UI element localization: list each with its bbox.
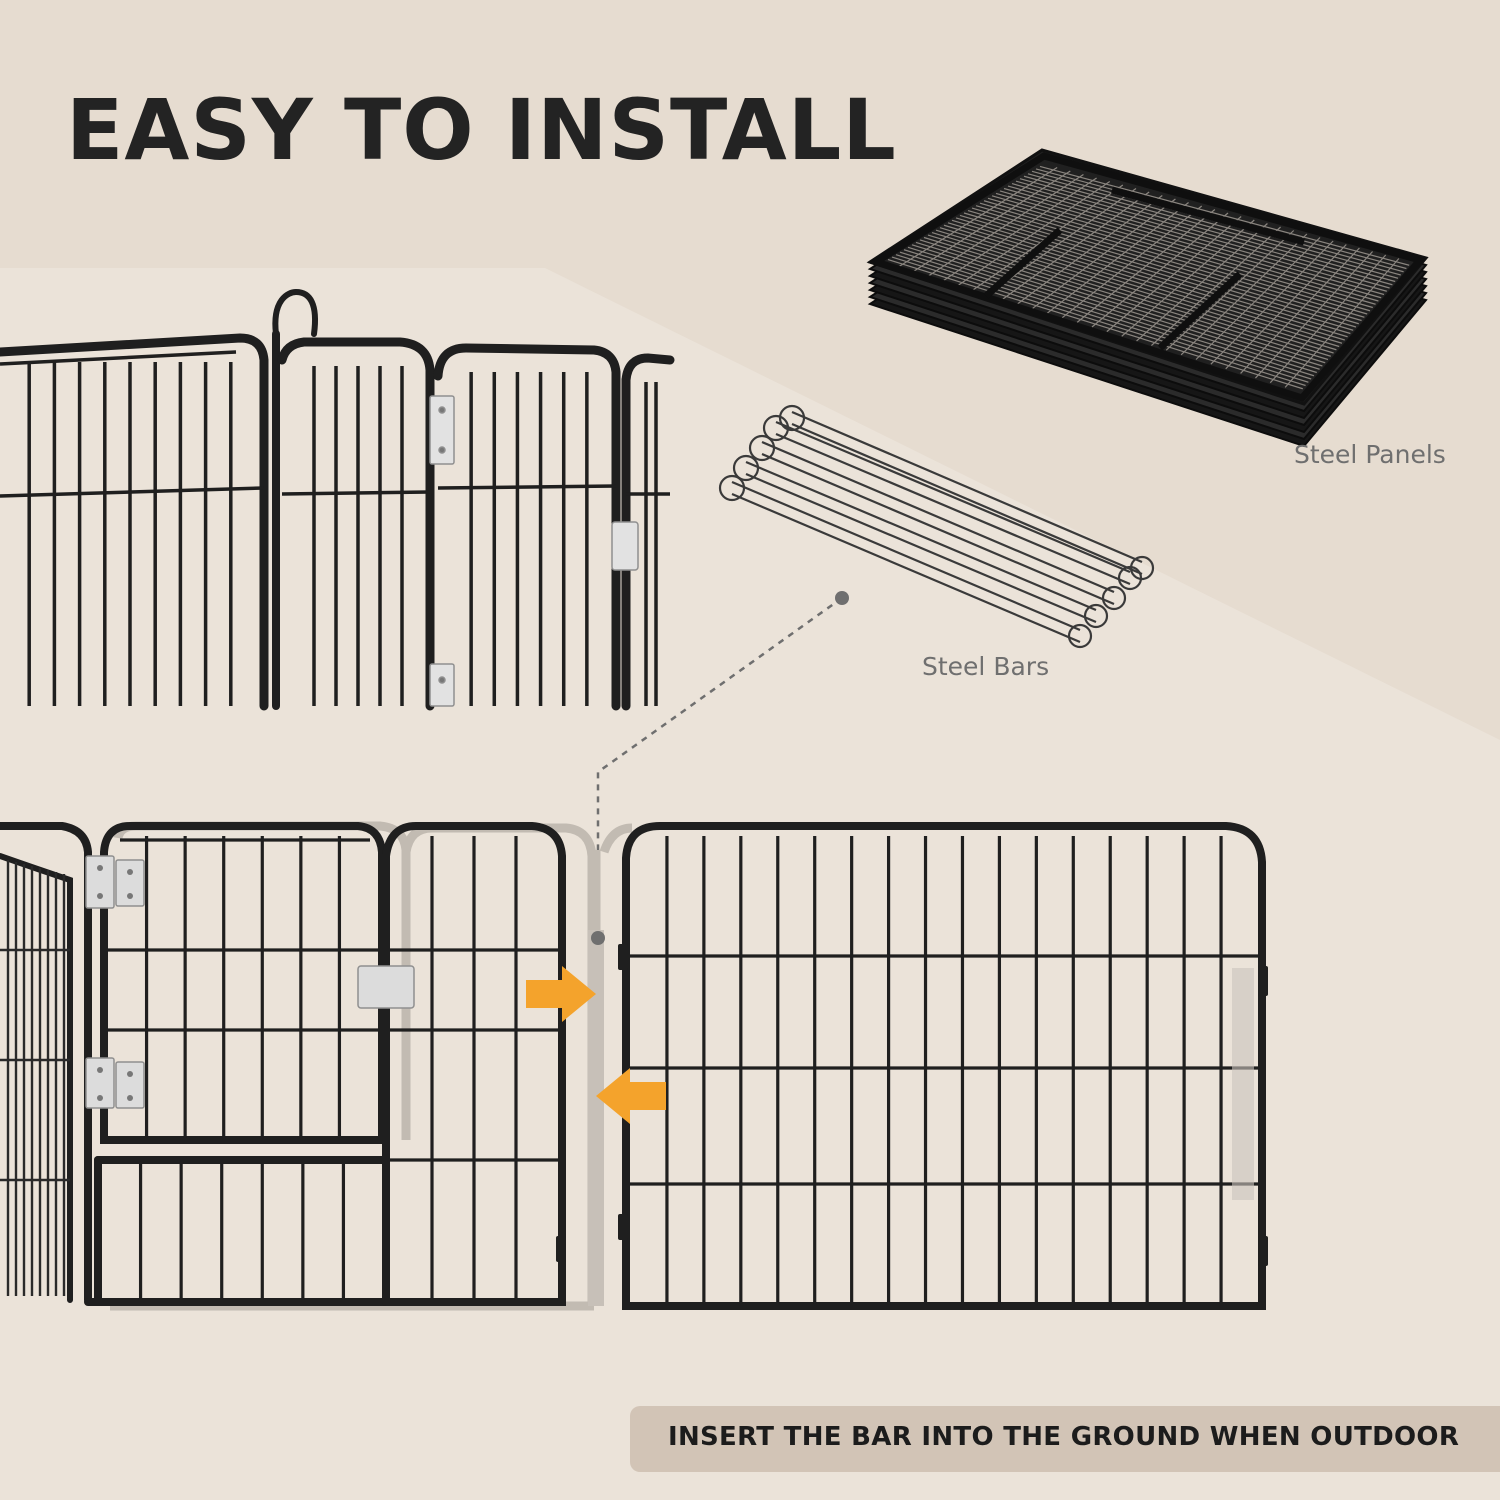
steel-bar	[761, 452, 1115, 606]
fence-rail	[0, 486, 265, 498]
mesh-wire	[928, 173, 1084, 277]
mesh-wire	[1225, 244, 1347, 370]
mesh-wire	[957, 181, 1111, 286]
hinge	[115, 859, 145, 907]
hinge	[85, 855, 115, 909]
steel-bar-loop	[1083, 603, 1109, 629]
hinge	[429, 663, 455, 707]
mesh-wire	[1210, 240, 1334, 365]
panel-clips	[556, 944, 1268, 1266]
upper-panel-2-frame	[277, 337, 435, 711]
door-latch	[357, 965, 415, 1009]
mesh-wire	[1151, 226, 1281, 347]
upper-panel-1-frame	[0, 333, 269, 711]
fence-rail	[437, 484, 617, 490]
steel-panels-label: Steel Panels	[1294, 440, 1446, 469]
mesh-wire	[1121, 219, 1255, 337]
mesh-wire	[1002, 191, 1150, 300]
steel-bar-loop	[778, 404, 806, 432]
connector-post	[588, 930, 604, 1306]
steel-bar	[731, 492, 1081, 644]
steel-bar-loop	[732, 454, 760, 482]
mesh-wire	[1195, 237, 1321, 360]
mesh-wire	[1061, 205, 1203, 319]
lower-fence	[0, 821, 1268, 1311]
hinge	[429, 395, 455, 465]
mesh-wire	[1017, 195, 1163, 305]
steel-bars-illustration	[718, 404, 1155, 649]
stacked-steel-panels	[866, 148, 1429, 448]
latch	[611, 521, 639, 571]
middle-panel-frame	[382, 822, 566, 1306]
mesh-wire	[1106, 216, 1242, 333]
upper-fence-closeup	[0, 288, 675, 711]
steel-bar-loop	[718, 474, 746, 502]
mesh-wire	[898, 166, 1058, 268]
mesh-wire	[1047, 202, 1189, 314]
post-loop	[272, 288, 318, 337]
steel-bar-loop	[1129, 555, 1155, 581]
steel-bar-loop	[1101, 585, 1127, 611]
mesh-wire	[1254, 251, 1374, 379]
mesh-wire	[1136, 223, 1268, 342]
instruction-banner-text: INSERT THE BAR INTO THE GROUND WHEN OUTD…	[668, 1422, 1460, 1452]
orange-arrow-left-icon	[596, 1068, 666, 1124]
steel-bar	[775, 432, 1131, 586]
fence-rail	[281, 490, 431, 496]
hinge	[85, 1057, 115, 1109]
steel-bar	[791, 422, 1143, 576]
upper-panel-3-frame	[433, 343, 621, 711]
hinge	[115, 1061, 145, 1109]
mesh-wire	[1269, 254, 1387, 384]
steel-bar	[745, 460, 1097, 612]
mesh-wire	[1240, 247, 1360, 374]
headline: EASY TO INSTALL	[66, 81, 897, 179]
steel-bars-label: Steel Bars	[922, 652, 1050, 681]
left-panel-frame	[0, 822, 92, 1304]
instruction-banner	[630, 1406, 1500, 1472]
mesh-wire	[1032, 198, 1176, 309]
steel-bar-loop	[762, 414, 790, 442]
mesh-wire	[1076, 209, 1216, 323]
steel-bar-loop	[1067, 623, 1093, 649]
mesh-wire	[1180, 233, 1308, 356]
mesh-wire	[943, 177, 1097, 282]
door-frame	[100, 822, 386, 1144]
fence-rail	[0, 350, 237, 366]
panel-top-face	[866, 148, 1429, 406]
steel-bar	[791, 410, 1143, 564]
steel-bar-loop	[748, 434, 776, 462]
mesh-wire	[1165, 230, 1295, 351]
lower-hinges	[85, 855, 415, 1109]
orange-arrow-right-icon	[526, 966, 596, 1022]
steel-bar	[731, 480, 1081, 632]
steel-bar	[775, 420, 1131, 574]
mesh-wire	[1284, 258, 1400, 388]
mesh-wire	[1091, 212, 1229, 328]
mesh-wire	[913, 170, 1071, 272]
right-panel-frame	[622, 822, 1266, 1310]
steel-bar	[761, 440, 1115, 594]
steel-bar	[745, 472, 1097, 624]
upper-hinges	[429, 395, 639, 707]
